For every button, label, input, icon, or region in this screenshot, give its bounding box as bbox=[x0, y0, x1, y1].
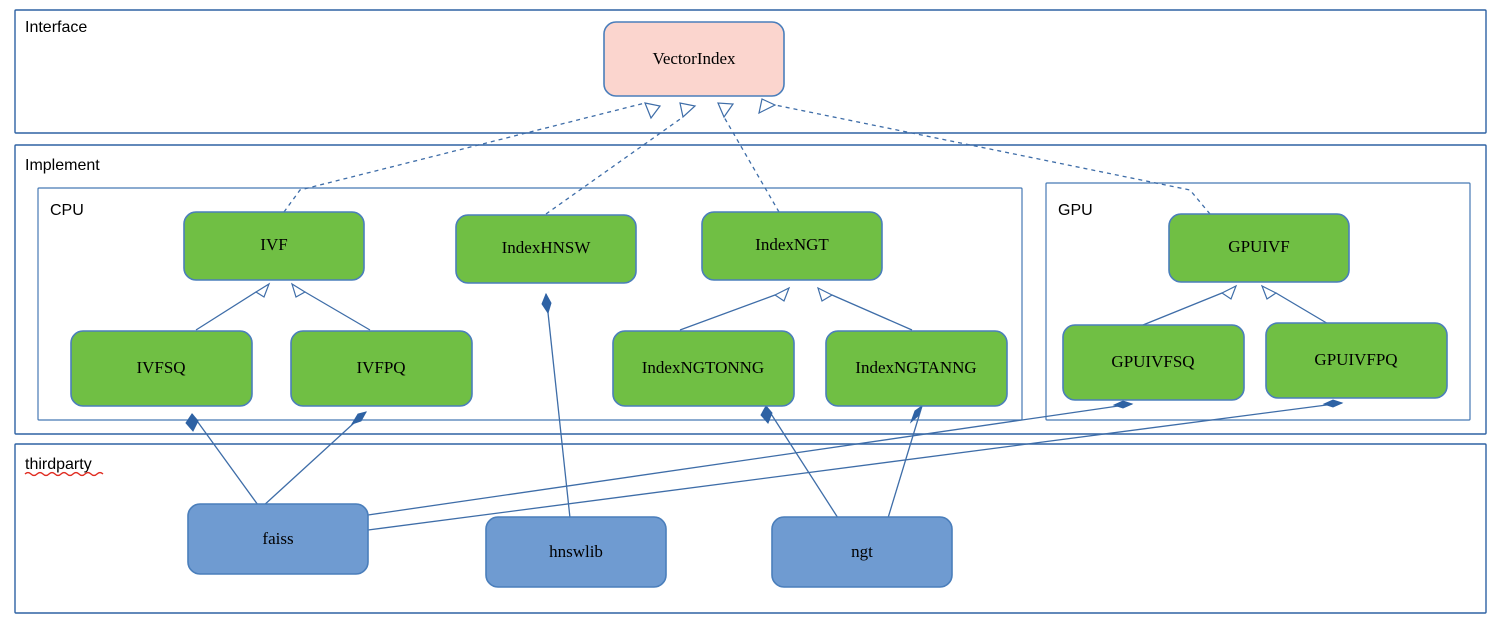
indexngt-label: IndexNGT bbox=[755, 235, 829, 254]
node-gpuivfsq[interactable]: GPUIVFSQ bbox=[1062, 324, 1245, 401]
composition-diamond-icon bbox=[541, 292, 552, 315]
composition-diamond-icon bbox=[350, 411, 367, 425]
indexngtanng-box[interactable] bbox=[825, 330, 1008, 407]
node-indexngtonng[interactable]: IndexNGTONNG bbox=[612, 330, 795, 407]
node-ngt[interactable]: ngt bbox=[771, 516, 953, 588]
ngt-label: ngt bbox=[851, 542, 873, 561]
edge-indexngt-to-vectorindex bbox=[717, 102, 780, 213]
node-gpuivf[interactable]: GPUIVF bbox=[1168, 213, 1350, 283]
spellcheck-squiggle-icon bbox=[24, 471, 104, 477]
cpu-label: CPU bbox=[50, 202, 84, 219]
ivfsq-box[interactable] bbox=[70, 330, 253, 407]
node-indexhnsw[interactable]: IndexHNSW bbox=[455, 214, 637, 284]
ivfpq-box[interactable] bbox=[290, 330, 473, 407]
thirdparty-frame bbox=[14, 443, 1487, 614]
realization-arrowhead-icon bbox=[717, 102, 735, 119]
indexhnsw-box[interactable] bbox=[455, 214, 637, 284]
edge-ngt-to-indexngtanng bbox=[887, 404, 924, 519]
ngt-box[interactable] bbox=[771, 516, 953, 588]
indexhnsw-label: IndexHNSW bbox=[502, 238, 592, 257]
hnswlib-box[interactable] bbox=[485, 516, 667, 588]
ivfpq-label: IVFPQ bbox=[356, 358, 405, 377]
gpuivfpq-label: GPUIVFPQ bbox=[1314, 350, 1397, 369]
node-ivfsq[interactable]: IVFSQ bbox=[70, 330, 253, 407]
hnswlib-label: hnswlib bbox=[549, 542, 603, 561]
realization-arrowhead-icon bbox=[758, 98, 777, 115]
node-indexngt[interactable]: IndexNGT bbox=[701, 211, 883, 281]
edge-indexhnsw-to-vectorindex bbox=[545, 102, 697, 215]
gpu-label: GPU bbox=[1058, 202, 1093, 219]
edge-indexngtanng-to-indexngt bbox=[817, 286, 913, 331]
composition-diamond-icon bbox=[760, 405, 773, 424]
edge-gpuivfpq-to-gpuivf bbox=[1260, 284, 1331, 326]
vectorindex-box[interactable] bbox=[603, 21, 785, 97]
node-ivf[interactable]: IVF bbox=[183, 211, 365, 281]
node-gpuivfpq[interactable]: GPUIVFPQ bbox=[1265, 322, 1448, 399]
implement-label: Implement bbox=[25, 157, 100, 174]
faiss-box[interactable] bbox=[187, 503, 369, 575]
vectorindex-label: VectorIndex bbox=[652, 49, 736, 68]
edge-faiss-to-ivfsq bbox=[185, 413, 259, 506]
indexngtanng-label: IndexNGTANNG bbox=[855, 358, 976, 377]
gpuivf-label: GPUIVF bbox=[1228, 237, 1289, 256]
indexngtonng-box[interactable] bbox=[612, 330, 795, 407]
indexngt-box[interactable] bbox=[701, 211, 883, 281]
generalization-arrowhead-icon bbox=[817, 286, 834, 302]
generalization-arrowhead-icon bbox=[1260, 284, 1278, 300]
interface-label: Interface bbox=[25, 19, 87, 36]
node-indexngtanng[interactable]: IndexNGTANNG bbox=[825, 330, 1008, 407]
node-faiss[interactable]: faiss bbox=[187, 503, 369, 575]
node-vectorindex[interactable]: VectorIndex bbox=[603, 21, 785, 97]
edge-ivf-to-vectorindex bbox=[283, 102, 662, 213]
faiss-label: faiss bbox=[262, 529, 293, 548]
edge-hnswlib-to-indexhnsw bbox=[541, 292, 571, 519]
realization-arrowhead-icon bbox=[679, 102, 697, 119]
group-thirdparty: thirdparty bbox=[14, 443, 1487, 614]
realization-arrowhead-icon bbox=[644, 102, 662, 120]
gpuivfpq-box[interactable] bbox=[1265, 322, 1448, 399]
generalization-arrowhead-icon bbox=[290, 282, 307, 298]
gpuivfsq-label: GPUIVFSQ bbox=[1111, 352, 1194, 371]
ivfsq-label: IVFSQ bbox=[136, 358, 185, 377]
edge-ivfsq-to-ivf bbox=[195, 282, 271, 331]
edge-gpuivf-to-vectorindex bbox=[758, 98, 1211, 215]
ivf-box[interactable] bbox=[183, 211, 365, 281]
indexngtonng-label: IndexNGTONNG bbox=[642, 358, 764, 377]
ivf-label: IVF bbox=[260, 235, 287, 254]
gpuivfsq-box[interactable] bbox=[1062, 324, 1245, 401]
generalization-arrowhead-icon bbox=[773, 286, 791, 302]
edge-ivfpq-to-ivf bbox=[290, 282, 371, 331]
edge-faiss-to-gpuivfsq bbox=[367, 400, 1134, 516]
edge-ngt-to-indexngtonng bbox=[760, 405, 839, 519]
edge-faiss-to-gpuivfpq bbox=[367, 399, 1344, 531]
generalization-arrowhead-icon bbox=[1220, 284, 1238, 300]
node-hnswlib[interactable]: hnswlib bbox=[485, 516, 667, 588]
edge-faiss-to-ivfpq bbox=[261, 411, 367, 508]
edge-indexngtonng-to-indexngt bbox=[679, 286, 791, 331]
composition-diamond-icon bbox=[1322, 399, 1344, 408]
thirdparty-label: thirdparty bbox=[25, 456, 92, 473]
composition-diamond-icon bbox=[1112, 400, 1134, 409]
generalization-arrowhead-icon bbox=[254, 282, 271, 298]
composition-diamond-icon bbox=[909, 404, 924, 424]
gpuivf-box[interactable] bbox=[1168, 213, 1350, 283]
node-ivfpq[interactable]: IVFPQ bbox=[290, 330, 473, 407]
composition-diamond-icon bbox=[185, 413, 199, 432]
edge-gpuivfsq-to-gpuivf bbox=[1142, 284, 1238, 326]
